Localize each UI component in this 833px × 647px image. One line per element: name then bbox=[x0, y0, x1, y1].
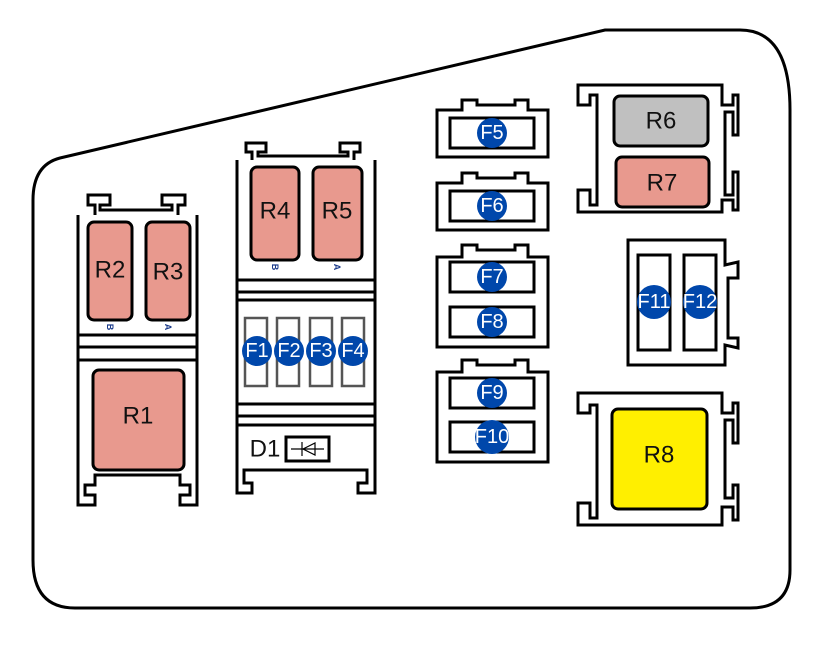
relay-block-r8 bbox=[576, 391, 740, 527]
fuse-label: F2 bbox=[277, 340, 300, 362]
fuse-f4[interactable]: F4 bbox=[338, 336, 368, 366]
fuse-badge bbox=[683, 285, 717, 319]
fuse-f1[interactable]: F1 bbox=[242, 336, 272, 366]
fuse-label: F11 bbox=[638, 291, 671, 313]
fuse-label: F4 bbox=[341, 340, 364, 362]
fuse-badge bbox=[338, 336, 368, 366]
fuse-badge bbox=[475, 420, 509, 454]
relay-label: R5 bbox=[322, 198, 353, 225]
fuse-badge bbox=[477, 378, 507, 408]
relay-label: R4 bbox=[260, 198, 291, 225]
fuse-label: F8 bbox=[480, 311, 503, 333]
pin-mark-a: A bbox=[332, 264, 342, 271]
relay-label: R3 bbox=[153, 259, 184, 286]
fuse-label: F7 bbox=[480, 266, 503, 288]
fuse-label: F1 bbox=[245, 340, 268, 362]
relay-label: R1 bbox=[123, 403, 154, 430]
fuse-f12[interactable]: F12 bbox=[683, 285, 717, 319]
relay-block-r6-r7 bbox=[576, 83, 740, 214]
fuse-f3[interactable]: F3 bbox=[306, 336, 336, 366]
fuse-f9[interactable]: F9 bbox=[477, 378, 507, 408]
relay-R1[interactable]: R1 bbox=[91, 368, 186, 472]
pin-mark-b: B bbox=[105, 324, 115, 331]
diode[interactable]: D1 bbox=[250, 435, 331, 463]
diode-label: D1 bbox=[250, 436, 281, 463]
fuse-label: F10 bbox=[475, 426, 509, 448]
pin-mark-b: B bbox=[270, 264, 280, 271]
fuse-label: F5 bbox=[480, 122, 503, 144]
fuse-f8[interactable]: F8 bbox=[477, 307, 507, 337]
relay-label: R7 bbox=[647, 170, 678, 197]
relay-R8[interactable]: R8 bbox=[610, 407, 709, 511]
fuse-badge bbox=[637, 285, 671, 319]
relay-R7[interactable]: R7 bbox=[614, 155, 711, 209]
diode-symbol bbox=[291, 442, 324, 456]
relay-R4[interactable]: R4 bbox=[249, 165, 301, 262]
pin-mark-a: A bbox=[163, 324, 173, 331]
fuse-label: F12 bbox=[683, 291, 717, 313]
relay-R2[interactable]: R2 bbox=[86, 220, 134, 322]
fuse-badge bbox=[242, 336, 272, 366]
fuse-f10[interactable]: F10 bbox=[475, 420, 509, 454]
fuse-f2[interactable]: F2 bbox=[274, 336, 304, 366]
fuse-badge bbox=[477, 118, 507, 148]
relay-R5[interactable]: R5 bbox=[311, 165, 364, 262]
relay-block-left bbox=[76, 193, 199, 507]
fuse-label: F6 bbox=[480, 195, 503, 217]
housing-outline bbox=[31, 28, 792, 610]
fuse-badge bbox=[477, 191, 507, 221]
relay-R3[interactable]: R3 bbox=[144, 220, 192, 322]
relay-label: R8 bbox=[644, 442, 675, 469]
fuse-badge bbox=[477, 307, 507, 337]
fuse-label: F9 bbox=[480, 382, 503, 404]
relay-label: R6 bbox=[646, 108, 677, 135]
fuse-f6[interactable]: F6 bbox=[477, 191, 507, 221]
relay-label: R2 bbox=[95, 257, 126, 284]
fuse-f11[interactable]: F11 bbox=[637, 285, 671, 319]
fuse-f7[interactable]: F7 bbox=[477, 262, 507, 292]
relay-block-center bbox=[235, 141, 377, 495]
fuse-badge bbox=[477, 262, 507, 292]
fuse-f5[interactable]: F5 bbox=[477, 118, 507, 148]
fuse-badge bbox=[274, 336, 304, 366]
fuse-label: F3 bbox=[309, 340, 332, 362]
fuse-badge bbox=[306, 336, 336, 366]
relay-R6[interactable]: R6 bbox=[612, 94, 710, 148]
